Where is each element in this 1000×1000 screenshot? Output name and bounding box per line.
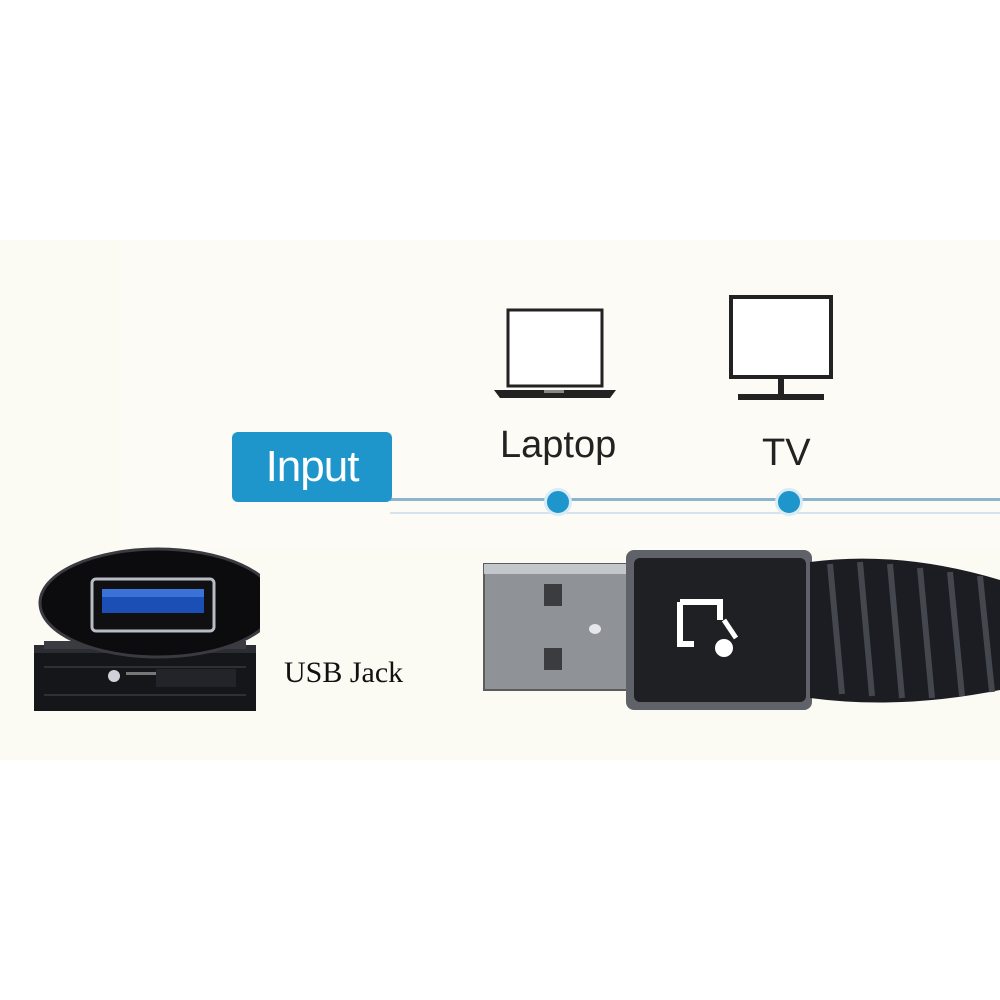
timeline-shadow-line bbox=[390, 512, 1000, 514]
laptop-icon bbox=[494, 308, 616, 398]
device-label-laptop: Laptop bbox=[500, 424, 617, 466]
tv-icon bbox=[729, 295, 833, 400]
timeline-line bbox=[390, 498, 1000, 501]
timeline-dot-laptop bbox=[544, 488, 572, 516]
usb-cable-illustration bbox=[483, 550, 1000, 710]
timeline-dot-tv bbox=[775, 488, 803, 516]
input-badge: Input bbox=[232, 432, 392, 502]
usb-jack-illustration bbox=[34, 547, 260, 711]
usb-jack-label: USB Jack bbox=[284, 656, 404, 689]
device-label-tv: TV bbox=[762, 432, 811, 474]
